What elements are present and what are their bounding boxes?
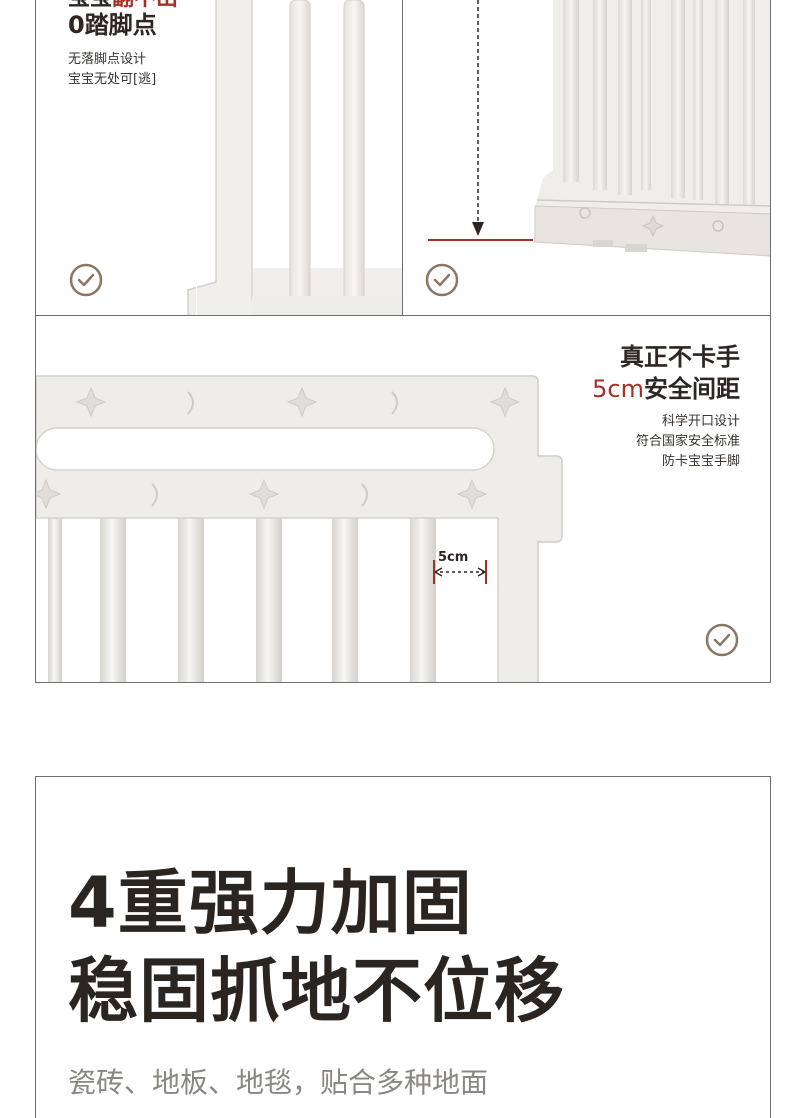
mid-desc-line-1: 科学开口设计 (661, 414, 740, 429)
heading-safe-gap-red: 5cm (592, 375, 644, 403)
fence-rail-illustration (36, 375, 563, 682)
heading-no-pinch: 真正不卡手 (620, 343, 740, 371)
fence-post-illustration (187, 0, 402, 315)
mid-desc-line-2: 符合国家安全标准 (635, 434, 740, 449)
heading-cut: 宝宝翻不出 (68, 0, 178, 12)
check-circle-icon (425, 263, 459, 297)
heading-cut-red: 翻不出 (112, 0, 178, 11)
title-reinforcement: 4重强力加固 (68, 862, 473, 944)
panel-reinforcement: 4重强力加固 稳固抓地不位移 瓷砖、地板、地毯，贴合多种地面 (35, 776, 771, 1118)
check-circle-icon (705, 623, 739, 657)
check-circle-icon (69, 263, 103, 297)
subtitle-floor-types: 瓷砖、地板、地毯，贴合多种地面 (68, 1066, 489, 1099)
panel-safe-gap: 5cm 真正不卡手 5cm安全间距 科学开口设计 符合国家安全标准 防卡宝宝手脚 (35, 316, 771, 683)
gap-label: 5cm (438, 550, 469, 565)
desc-line-2: 宝宝无处可[逃] (68, 72, 157, 87)
heading-cut-dark: 宝宝 (68, 0, 112, 11)
panel-no-foothold: 宝宝翻不出 0踏脚点 无落脚点设计 宝宝无处可[逃] (35, 0, 403, 316)
title-anti-slip: 稳固抓地不位移 (68, 950, 565, 1032)
fence-base-illustration (428, 0, 770, 257)
heading-safe-gap: 5cm安全间距 (592, 374, 740, 404)
heading-no-foothold: 0踏脚点 (68, 11, 157, 39)
mid-desc-line-3: 防卡宝宝手脚 (661, 454, 740, 469)
desc-line-1: 无落脚点设计 (68, 52, 147, 67)
panel-ground-gap (403, 0, 771, 316)
heading-safe-gap-dark: 安全间距 (644, 375, 740, 403)
